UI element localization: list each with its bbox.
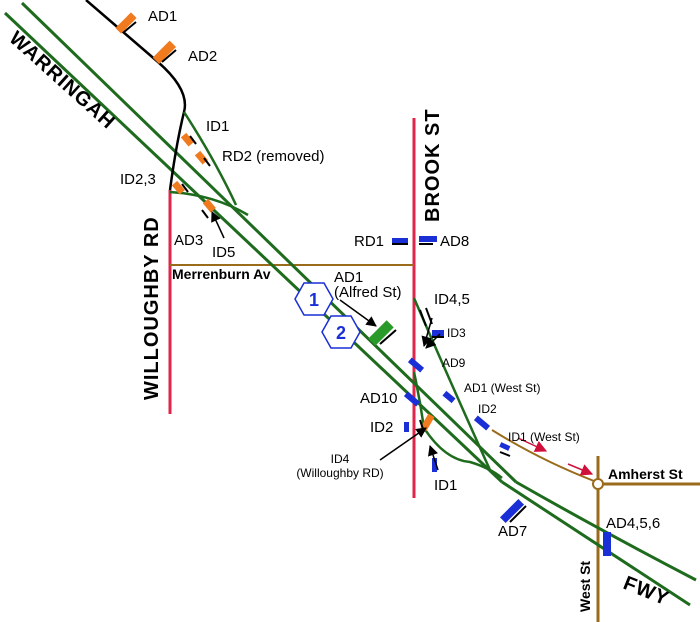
road-amherst-label: Amherst St	[608, 466, 683, 482]
label-id1-top: ID1	[206, 118, 229, 135]
ramp-id1-rd2	[182, 111, 238, 206]
label-id23: ID2,3	[120, 171, 156, 188]
sign-ad1-west[interactable]	[442, 390, 456, 404]
route-shield-1-number: 1	[309, 290, 319, 310]
ramp-brook-merge	[412, 371, 503, 479]
arrow-id5	[211, 211, 225, 239]
sign-rd1[interactable]	[392, 238, 408, 245]
sign-id1-west-st[interactable]	[499, 442, 511, 457]
sign-ad10[interactable]	[403, 391, 421, 407]
sign-ad2-top[interactable]	[152, 40, 177, 65]
label-ad9: AD9	[442, 356, 466, 370]
label-id3: ID3	[447, 326, 466, 340]
sign-ad3[interactable]	[201, 198, 216, 219]
label-id1-bottom: ID1	[434, 477, 457, 494]
label-id4-1: ID4	[331, 452, 350, 466]
freeway-east-lower	[501, 480, 691, 607]
sign-id1-bottom[interactable]	[432, 458, 437, 472]
label-ad2-top: AD2	[188, 48, 217, 65]
sign-ad1-alfred[interactable]	[368, 320, 397, 346]
route-shield-2: 2	[321, 315, 361, 349]
road-merrenburn-label: Merrenburn Av	[172, 266, 271, 282]
label-ad3: AD3	[174, 232, 203, 249]
ramp-id1-west-st	[491, 429, 595, 482]
route-shield-2-number: 2	[336, 323, 346, 343]
label-id45: ID4,5	[434, 291, 470, 308]
label-ad1-top: AD1	[148, 8, 177, 25]
amherst-west-junction	[592, 478, 604, 490]
route-shield-1: 1	[294, 282, 334, 316]
arrow-id1-bottom	[428, 445, 439, 471]
arrow-id4	[379, 427, 427, 461]
freeway-east-upper	[515, 480, 697, 582]
road-west-st-label: West St	[577, 561, 593, 612]
label-id2-right: ID2	[478, 402, 497, 416]
road-willoughby-label: WILLOUGHBY RD	[141, 216, 163, 400]
label-ad1-alfred-2: (Alfred St)	[334, 284, 402, 301]
label-rd2: RD2 (removed)	[222, 148, 325, 165]
sign-ad456[interactable]	[603, 532, 611, 556]
sign-blue-ad9[interactable]	[407, 357, 425, 373]
sign-rd2[interactable]	[194, 150, 211, 167]
label-id1-west: ID1 (West St)	[508, 430, 580, 444]
label-ad1-alfred-1: AD1	[334, 269, 363, 286]
label-ad8: AD8	[440, 233, 469, 250]
label-ad10: AD10	[360, 390, 398, 407]
label-rd1: RD1	[354, 233, 384, 250]
label-id4-2: (Willoughby RD)	[296, 466, 383, 480]
freeway-carriageway-north	[20, 1, 518, 484]
sign-ad1-top[interactable]	[115, 12, 137, 34]
label-id5: ID5	[212, 244, 235, 261]
red-arrow-1	[517, 437, 548, 452]
label-ad456: AD4,5,6	[606, 515, 660, 532]
label-ad7: AD7	[498, 523, 527, 540]
sign-id23[interactable]	[171, 180, 189, 195]
sign-id2-right[interactable]	[473, 415, 491, 431]
label-ad1-west: AD1 (West St)	[464, 381, 540, 395]
label-id2-left: ID2	[370, 419, 393, 436]
red-arrow-2	[567, 463, 594, 476]
sign-ad7[interactable]	[499, 498, 527, 524]
ramp-black-curve	[85, 0, 187, 191]
arrow-id3	[425, 333, 441, 349]
sign-ad8[interactable]	[419, 236, 437, 245]
arrow-ad1-alfred	[339, 299, 377, 327]
sign-id1-top[interactable]	[180, 132, 197, 147]
sign-id2-left[interactable]	[404, 422, 409, 432]
road-brook-label: BROOK ST	[422, 108, 444, 222]
